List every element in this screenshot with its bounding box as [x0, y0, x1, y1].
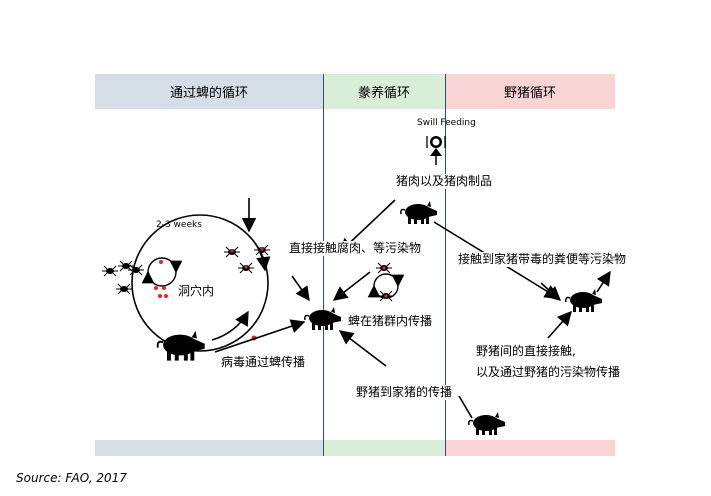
cave-label: 洞穴内 — [178, 284, 215, 298]
contact-domestic-feces-label: 接触到家猪带毒的粪便等污染物 — [458, 252, 627, 267]
header-wild-cycle-label: 野猪循环 — [503, 86, 556, 101]
arrow-wild-contact — [547, 310, 572, 339]
wild-direct-contact-label-2: 以及通过野猪的污染物传播 — [476, 365, 621, 379]
arrow-swill-to-pig — [332, 271, 371, 301]
tick-cycle-circle — [131, 214, 269, 352]
swill-feeding-label: Swill Feeding — [417, 118, 476, 128]
footer-band-swill — [323, 440, 445, 456]
header-wild-cycle: 野猪循环 — [445, 74, 615, 109]
tick-icon — [101, 265, 119, 277]
up-arrow-to-dish — [430, 148, 442, 156]
tick-cycle-arrow — [211, 310, 249, 341]
virus-via-tick-label: 病毒通过蜱传播 — [221, 355, 306, 370]
wild-boar-icon — [156, 329, 206, 362]
arrow-boar-out — [596, 270, 611, 293]
pig-icon — [304, 306, 342, 331]
divider-left — [323, 74, 324, 456]
divider-right — [445, 74, 446, 456]
arrow-boar-to-pig — [214, 319, 306, 353]
arrow-feces-to-boar — [540, 282, 562, 301]
wild-direct-contact-label-1: 野猪间的直接接触, — [476, 344, 576, 358]
cycle-arrows-icon — [141, 257, 183, 287]
pork-products-label: 猪肉以及猪肉制品 — [396, 174, 493, 189]
header-tick-cycle: 通过蜱的循环 — [95, 74, 323, 109]
footer-band-wild — [445, 440, 615, 456]
header-tick-cycle-label: 通过蜱的循环 — [169, 86, 248, 101]
arrow-wild-to-domestic — [338, 330, 387, 367]
source-caption: Source: FAO, 2017 — [16, 471, 127, 485]
footer-band-tick — [95, 440, 323, 456]
header-swill-cycle: 豢养循环 — [323, 74, 445, 109]
tick-spread-label: 蜱在猪群内传播 — [348, 314, 433, 328]
pig-icon — [400, 200, 438, 225]
header-swill-cycle-label: 豢养循环 — [357, 86, 410, 101]
plate-fork-knife-icon — [426, 136, 446, 148]
tick-icon — [115, 283, 133, 295]
arrow-direct-contact — [291, 275, 310, 302]
weeks-label: 2-3 weeks — [156, 220, 202, 230]
arrow-line — [458, 395, 473, 419]
direct-contact-label: 直接接触腐肉、等污染物 — [289, 241, 422, 256]
wild-boar-icon — [565, 288, 603, 313]
wild-to-domestic-label: 野猪到家猪的传播 — [356, 385, 453, 400]
wild-boar-icon — [468, 411, 506, 436]
